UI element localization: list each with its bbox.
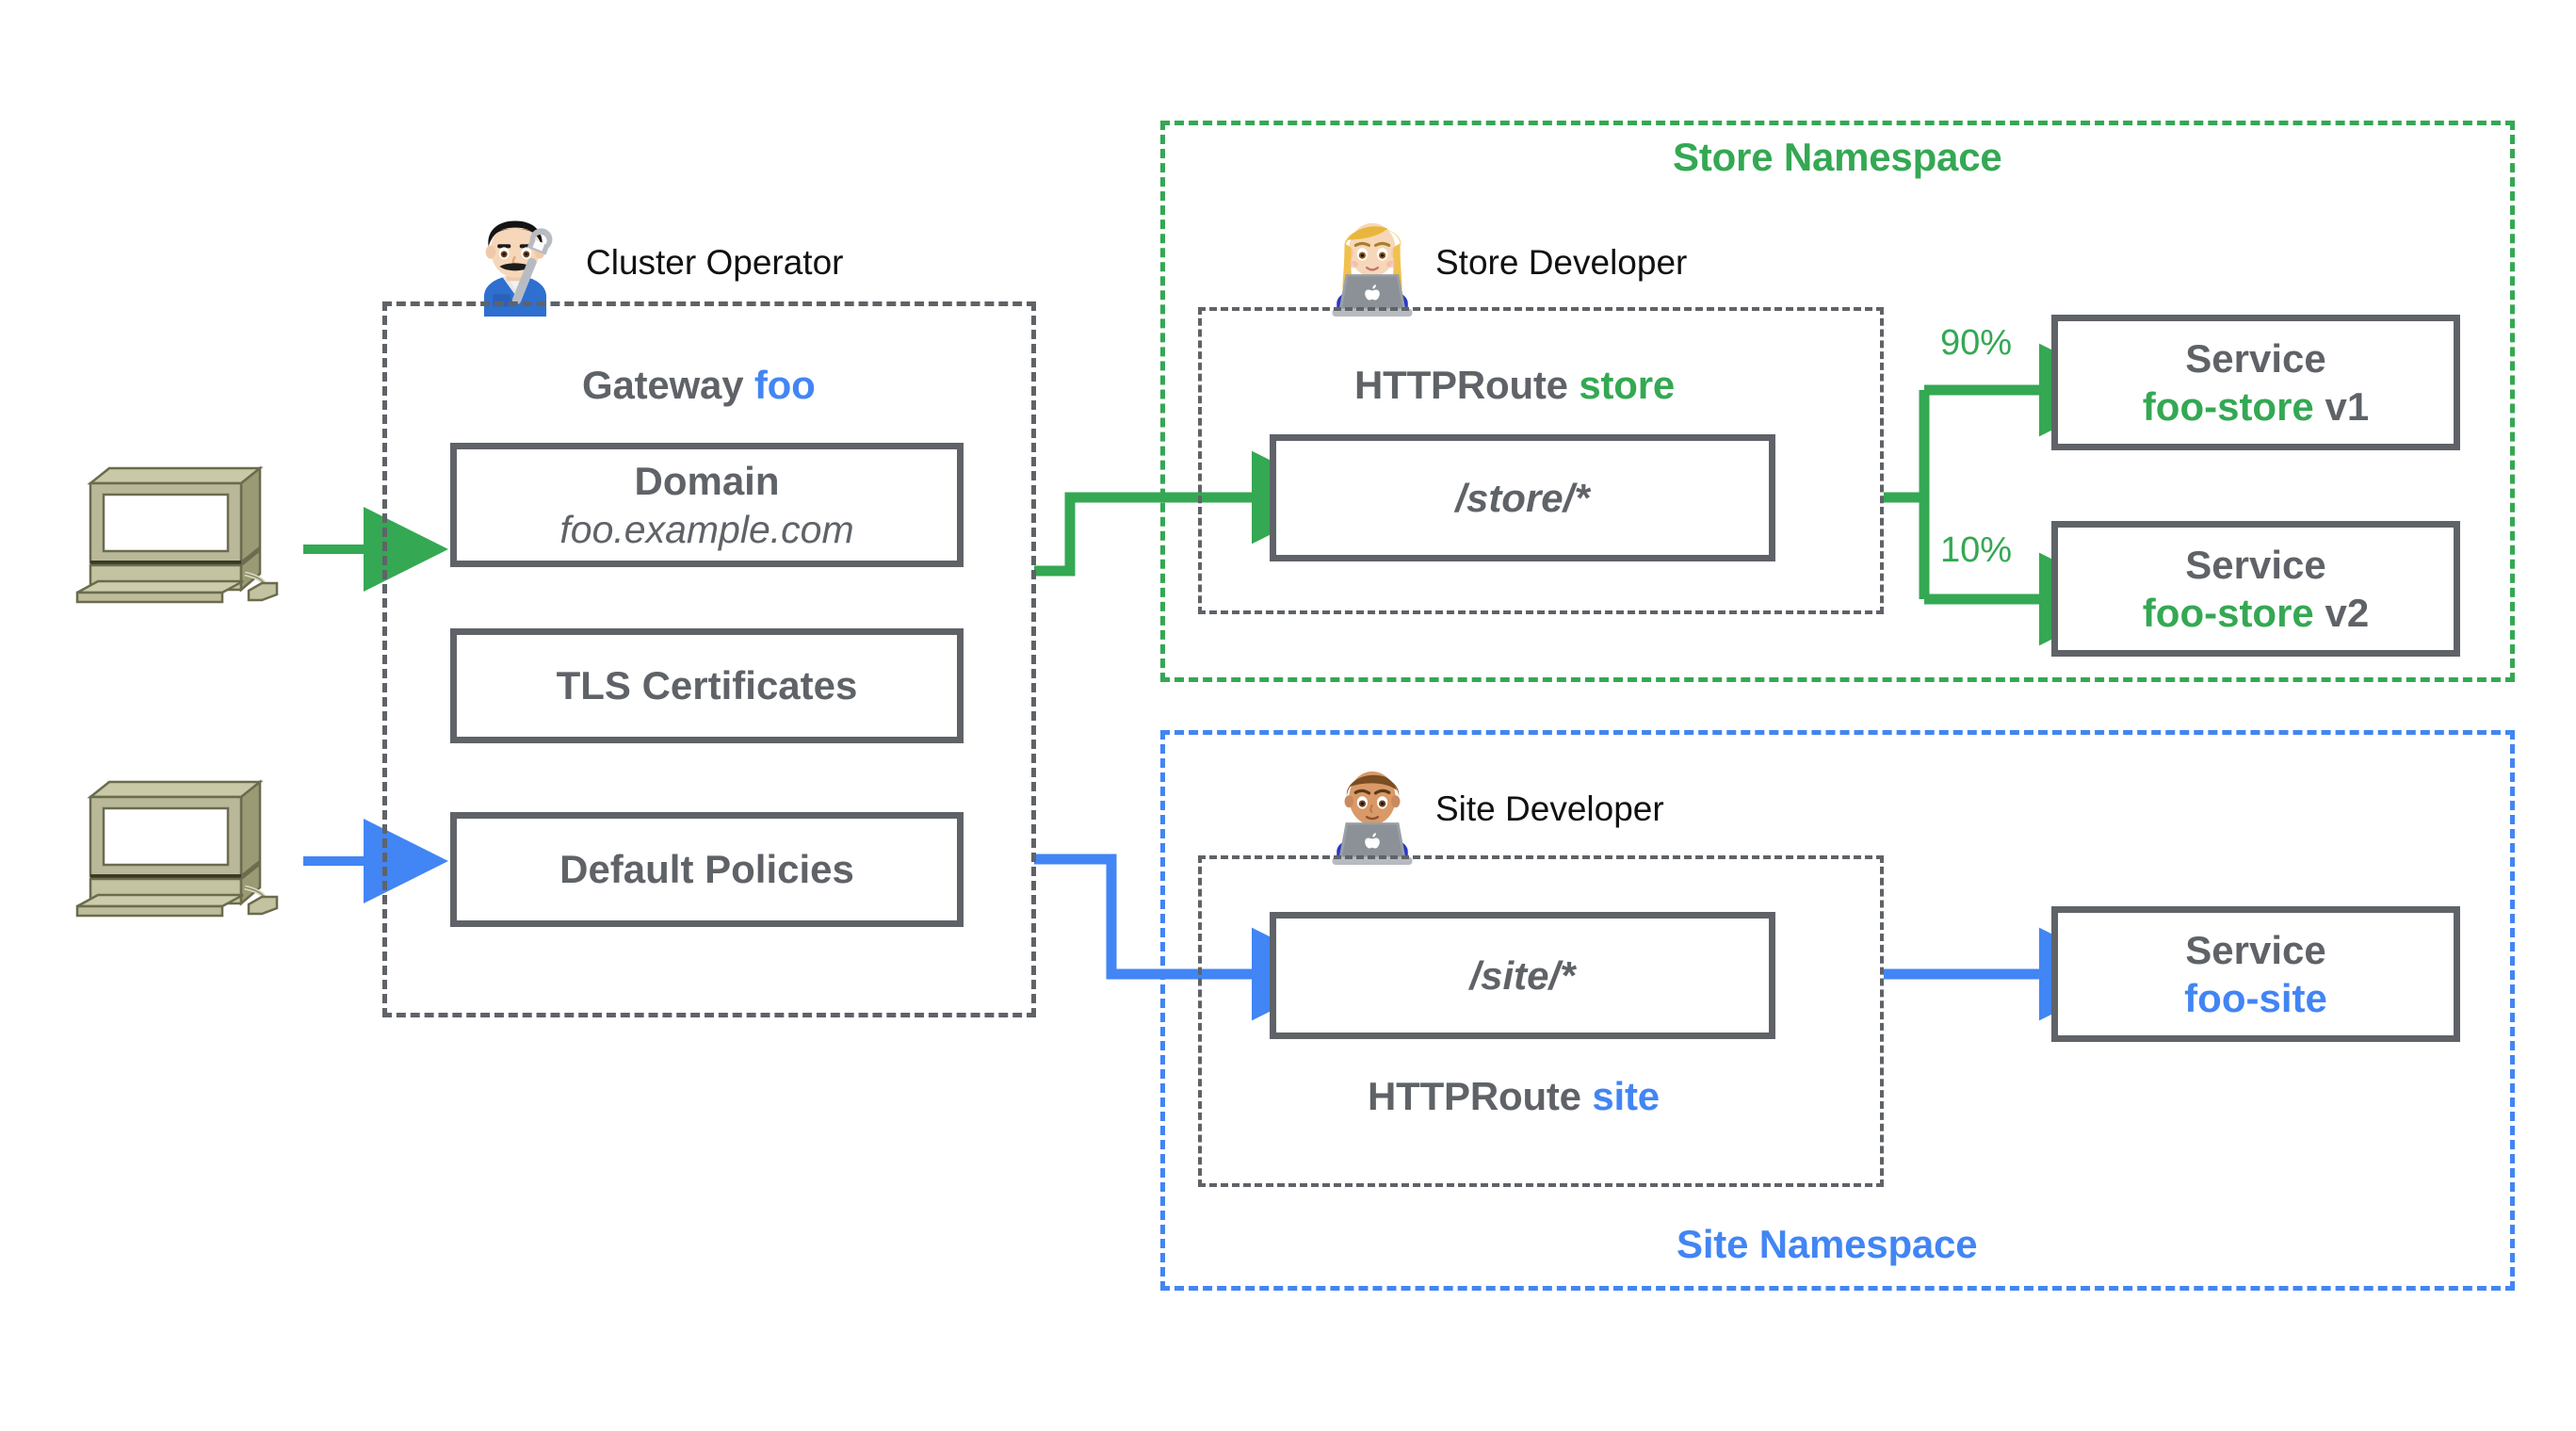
store-service-v1-name: foo-store bbox=[2142, 384, 2314, 429]
gateway-box-default-policies[interactable]: Default Policies bbox=[450, 812, 964, 927]
store-service-v2-version: v2 bbox=[2325, 591, 2370, 635]
gateway-box-domain[interactable]: Domain foo.example.com bbox=[450, 443, 964, 567]
gateway-box-tls-certificates[interactable]: TLS Certificates bbox=[450, 628, 964, 743]
gateway-box-default-policies-title: Default Policies bbox=[559, 847, 854, 892]
store-httproute-container bbox=[1198, 307, 1884, 614]
site-service-name-line: foo-site bbox=[2184, 974, 2327, 1022]
desktop-computer-icon-site bbox=[77, 782, 277, 916]
gateway-box-domain-title: Domain bbox=[634, 459, 780, 504]
gateway-container bbox=[382, 301, 1036, 1017]
gateway-title: Gateway foo bbox=[582, 363, 816, 408]
persona-label-store-developer: Store Developer bbox=[1435, 243, 1688, 282]
site-namespace-label: Site Namespace bbox=[1677, 1222, 1978, 1266]
store-service-v1-name-line: foo-store v1 bbox=[2143, 382, 2369, 431]
gateway-title-prefix: Gateway bbox=[582, 363, 744, 407]
site-service-name: foo-site bbox=[2184, 976, 2327, 1020]
store-namespace-label: Store Namespace bbox=[1673, 135, 2002, 179]
site-service-box[interactable]: Service foo-site bbox=[2051, 906, 2460, 1042]
site-httproute-name: site bbox=[1592, 1074, 1660, 1118]
store-service-box-v1[interactable]: Service foo-store v1 bbox=[2051, 315, 2460, 450]
site-httproute-title: HTTPRoute site bbox=[1368, 1074, 1660, 1119]
store-service-box-v2[interactable]: Service foo-store v2 bbox=[2051, 521, 2460, 657]
store-httproute-prefix: HTTPRoute bbox=[1354, 363, 1568, 407]
gateway-box-tls-certificates-title: TLS Certificates bbox=[556, 663, 858, 708]
site-route-match-path: /site/* bbox=[1469, 952, 1576, 998]
gateway-title-name: foo bbox=[753, 363, 816, 407]
store-backend-weight-v2: 10% bbox=[1940, 530, 2013, 570]
store-backend-weight-v1: 90% bbox=[1940, 323, 2013, 363]
site-httproute-container bbox=[1198, 855, 1884, 1187]
store-route-match-box[interactable]: /store/* bbox=[1270, 434, 1775, 561]
store-httproute-name: store bbox=[1579, 363, 1676, 407]
site-service-title: Service bbox=[2185, 927, 2326, 972]
persona-label-cluster-operator: Cluster Operator bbox=[586, 243, 844, 282]
desktop-computer-icon-store bbox=[77, 468, 277, 602]
store-service-v1-title: Service bbox=[2185, 335, 2326, 381]
store-httproute-title: HTTPRoute store bbox=[1354, 363, 1675, 408]
store-service-v1-version: v1 bbox=[2325, 384, 2370, 429]
store-namespace-container bbox=[1160, 121, 2515, 682]
site-httproute-prefix: HTTPRoute bbox=[1368, 1074, 1581, 1118]
store-service-v2-name: foo-store bbox=[2142, 591, 2314, 635]
store-service-v2-name-line: foo-store v2 bbox=[2143, 589, 2369, 637]
gateway-box-domain-value: foo.example.com bbox=[559, 507, 854, 551]
store-route-match-path: /store/* bbox=[1455, 475, 1590, 520]
site-namespace-container bbox=[1160, 730, 2515, 1291]
site-route-match-box[interactable]: /site/* bbox=[1270, 912, 1775, 1039]
persona-label-site-developer: Site Developer bbox=[1435, 789, 1664, 828]
store-service-v2-title: Service bbox=[2185, 542, 2326, 587]
